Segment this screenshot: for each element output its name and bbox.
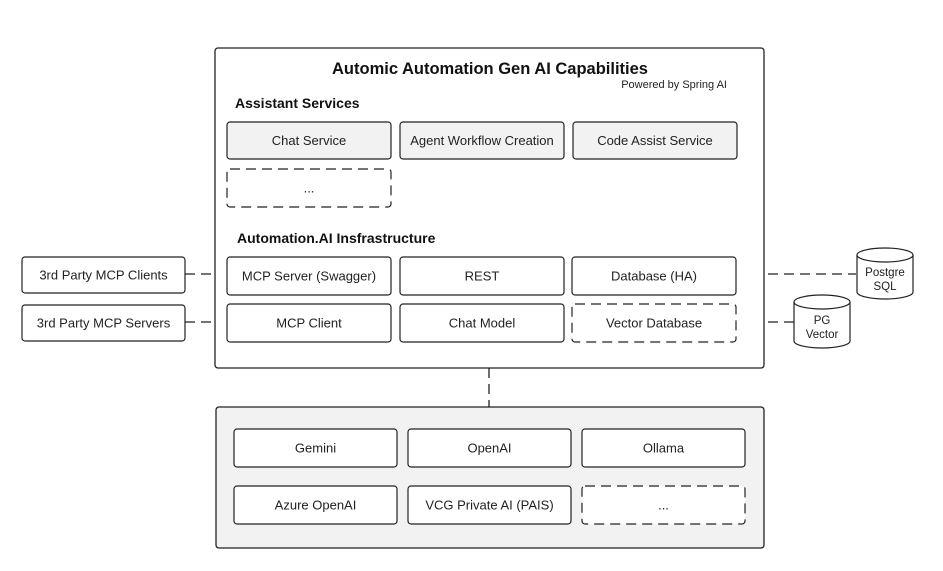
providers-panel <box>215 406 765 549</box>
pgvector-label-line1: PG <box>814 315 831 327</box>
svg-text:Chat Service: Chat Service <box>272 133 346 148</box>
main-panel-subtitle: Powered by Spring AI <box>621 79 727 91</box>
assistant-service-chat: Chat Service <box>226 121 392 160</box>
provider-vcg-private-ai: VCG Private AI (PAIS) <box>407 485 572 525</box>
svg-text:REST: REST <box>465 269 500 284</box>
provider-gemini: Gemini <box>233 428 398 468</box>
infra-database: Database (HA) <box>571 256 737 296</box>
svg-text:MCP Server (Swagger): MCP Server (Swagger) <box>242 269 376 284</box>
main-panel-title: Automic Automation Gen AI Capabilities <box>332 60 648 78</box>
infra-mcp-client: MCP Client <box>226 303 392 343</box>
assistant-service-agent-workflow: Agent Workflow Creation <box>399 121 565 160</box>
assistant-service-code-assist: Code Assist Service <box>572 121 738 160</box>
infra-mcp-server: MCP Server (Swagger) <box>226 256 392 296</box>
assistant-service-more: ... <box>226 168 392 208</box>
pgvector-cylinder: PG Vector <box>793 294 851 349</box>
provider-ollama: Ollama <box>581 428 746 468</box>
infra-chat-model: Chat Model <box>399 303 565 343</box>
external-mcp-clients: 3rd Party MCP Clients <box>21 256 186 294</box>
svg-text:...: ... <box>304 181 315 196</box>
svg-text:Agent Workflow Creation: Agent Workflow Creation <box>410 133 554 148</box>
provider-more: ... <box>581 485 746 525</box>
svg-text:MCP Client: MCP Client <box>276 316 342 331</box>
infra-vector-database: Vector Database <box>571 303 737 343</box>
provider-openai: OpenAI <box>407 428 572 468</box>
svg-text:3rd Party MCP Servers: 3rd Party MCP Servers <box>37 316 171 331</box>
pgvector-label-line2: Vector <box>806 329 839 341</box>
external-mcp-servers: 3rd Party MCP Servers <box>21 304 186 342</box>
svg-text:Vector Database: Vector Database <box>606 316 702 331</box>
svg-text:Gemini: Gemini <box>295 441 336 456</box>
svg-text:Code Assist Service: Code Assist Service <box>597 133 713 148</box>
svg-text:...: ... <box>658 498 669 513</box>
postgres-label-line1: Postgre <box>865 267 905 279</box>
svg-text:3rd Party MCP Clients: 3rd Party MCP Clients <box>39 268 168 283</box>
provider-azure-openai: Azure OpenAI <box>233 485 398 525</box>
infra-rest: REST <box>399 256 565 296</box>
svg-text:Chat Model: Chat Model <box>449 316 516 331</box>
svg-text:Database (HA): Database (HA) <box>611 269 697 284</box>
svg-text:Ollama: Ollama <box>643 441 685 456</box>
svg-text:OpenAI: OpenAI <box>467 441 511 456</box>
svg-text:VCG Private AI (PAIS): VCG Private AI (PAIS) <box>425 498 553 513</box>
svg-text:Azure OpenAI: Azure OpenAI <box>275 498 357 513</box>
infrastructure-heading: Automation.AI Insfrastructure <box>237 230 436 246</box>
postgres-cylinder: Postgre SQL <box>856 247 914 300</box>
assistant-services-heading: Assistant Services <box>235 95 360 111</box>
postgres-label-line2: SQL <box>873 281 897 293</box>
